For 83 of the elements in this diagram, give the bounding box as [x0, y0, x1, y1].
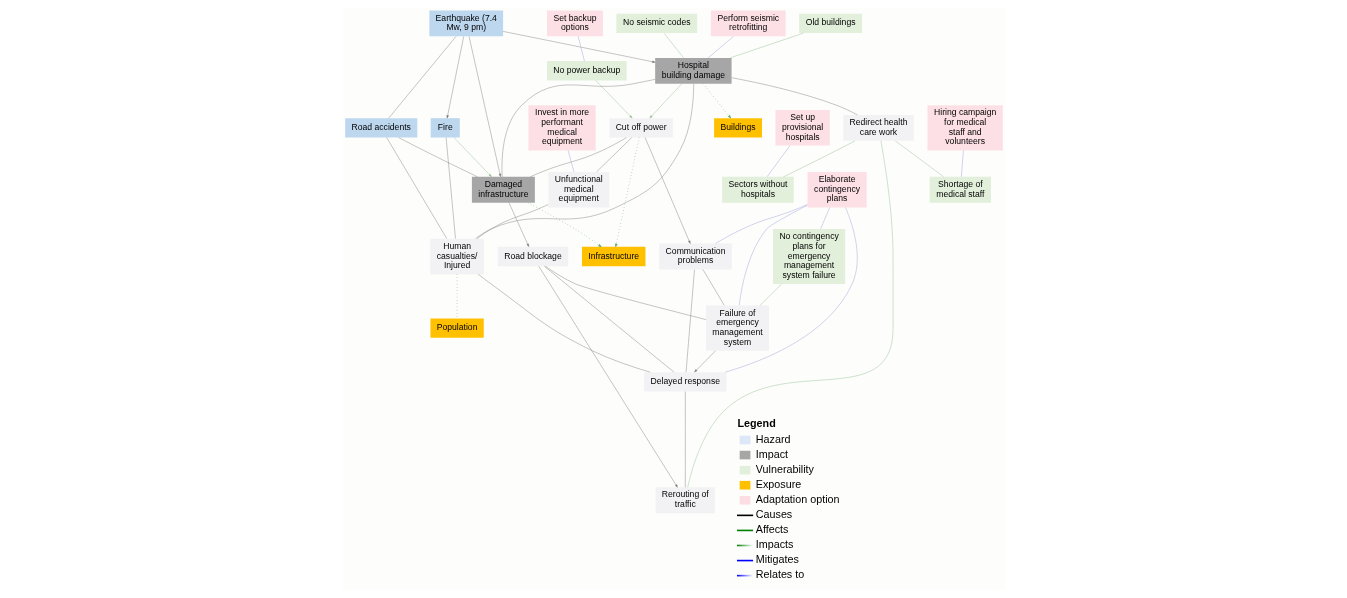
node-box: Earthquake (7.4 Mw, 9 pm) [428, 10, 503, 37]
arrow [644, 137, 690, 244]
connector [714, 204, 808, 244]
connector [738, 205, 807, 306]
connector [702, 269, 725, 306]
connector [476, 204, 548, 239]
legend-label: Affects [755, 523, 788, 536]
arrow [502, 31, 655, 63]
arrow [614, 137, 640, 248]
node-box: Rerouting of traffic [655, 487, 715, 514]
node-box: Unfunctional medical equipment [547, 172, 609, 208]
connector [567, 150, 574, 173]
node-box: Redirect health care work [842, 114, 914, 141]
node-box: Fire [430, 118, 460, 138]
legend-label: Hazard [755, 432, 790, 445]
connector [684, 391, 685, 488]
node-box: Road blockage [497, 246, 568, 267]
node-box: Hiring campaign for medical staff and volunteers [927, 105, 1003, 151]
connector [782, 140, 855, 177]
node-box: Hospital building damage [654, 57, 732, 84]
node-box: Human casualties/ Injured [429, 238, 484, 275]
legend-label: Relates to [755, 568, 804, 581]
connector [388, 36, 456, 119]
connector [529, 137, 627, 177]
node-box: Invest in more performant medical equipment [527, 105, 596, 151]
node-box: Delayed response [643, 372, 726, 392]
node-box: Set up provisional hospitals [774, 110, 830, 146]
connector [385, 137, 447, 239]
legend-label: Vulnerability [755, 462, 814, 475]
node-box: No seismic codes [615, 13, 697, 34]
arrow [508, 202, 529, 247]
connector [730, 77, 858, 116]
node-box: Population [429, 318, 484, 338]
arrow [453, 137, 492, 177]
legend-label: Impacts [755, 538, 793, 551]
legend-label: Exposure [755, 477, 801, 490]
label: Legend [737, 417, 776, 430]
node-box: Road accidents [344, 118, 417, 138]
arrow [649, 83, 682, 119]
connector [501, 79, 655, 178]
legend-label: Causes [755, 508, 792, 521]
connector [759, 283, 782, 306]
node-box: Damaged infrastructure [471, 176, 535, 203]
connector [543, 266, 674, 373]
node-box: Old buildings [798, 13, 862, 34]
connector [960, 150, 964, 177]
node-box: No contingency plans for emergency management system failure [772, 229, 845, 284]
node-box: No power backup [546, 61, 627, 81]
connector [686, 140, 893, 488]
arrow [446, 36, 464, 119]
connector [685, 269, 695, 373]
node-box: Cut off power [608, 118, 673, 138]
connector [398, 137, 478, 178]
node-box: Communication problems [658, 243, 732, 270]
legend-label: Adaptation option [755, 492, 839, 505]
node-box: Elaborate contingency plans [807, 172, 867, 208]
connector [724, 207, 857, 373]
connector [577, 36, 585, 62]
connector [544, 266, 706, 320]
connector [474, 83, 694, 239]
connector [894, 140, 944, 177]
arrow [702, 83, 731, 119]
connector [766, 145, 790, 177]
connector [663, 33, 684, 58]
node-box: Buildings [713, 118, 762, 138]
node-box: Sectors without hospitals [721, 176, 794, 203]
node-box: Shortage of medical staff [929, 176, 991, 203]
node-box: Set backup options [546, 10, 603, 37]
arrow [468, 36, 501, 177]
legend-label: Impact [755, 447, 788, 460]
legend-label: Mitigates [755, 553, 799, 566]
connector [445, 137, 456, 239]
arrow [595, 80, 632, 119]
connector [595, 137, 632, 172]
arrow [527, 202, 602, 248]
arrow [538, 266, 678, 488]
node-box: Perform seismic retrofitting [710, 10, 786, 37]
connector [477, 274, 650, 373]
arrow [693, 350, 716, 373]
node-box: Failure of emergency management system [705, 305, 769, 351]
connector [707, 36, 734, 59]
connector [729, 32, 804, 59]
connector [819, 207, 830, 230]
